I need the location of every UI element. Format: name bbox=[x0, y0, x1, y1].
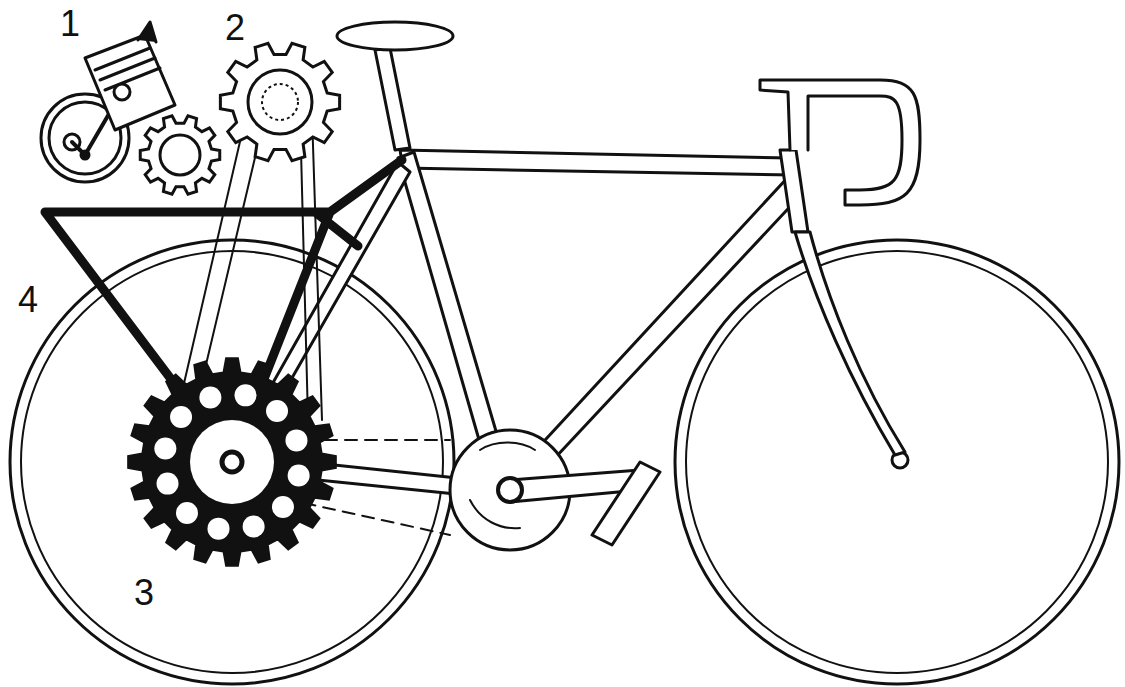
bottom-bracket bbox=[498, 478, 522, 502]
bearing-balls bbox=[262, 84, 298, 120]
callout-number: 2 bbox=[225, 10, 245, 46]
seat-post bbox=[375, 48, 410, 150]
sprocket-hole bbox=[266, 400, 288, 422]
saddle bbox=[337, 22, 453, 50]
sprocket-hole bbox=[207, 518, 229, 540]
small-gear-hub bbox=[160, 135, 200, 175]
callout-number: 1 bbox=[60, 6, 80, 42]
drive-gear bbox=[220, 43, 339, 161]
frame bbox=[232, 150, 905, 498]
sprocket-hole bbox=[272, 496, 294, 518]
rear-rim bbox=[21, 251, 443, 673]
drive-gear-bearing bbox=[248, 70, 312, 134]
sprocket-center bbox=[190, 420, 274, 504]
small-gear bbox=[140, 116, 219, 194]
sprocket-hole bbox=[170, 406, 192, 428]
callout-number: 3 bbox=[134, 575, 154, 611]
front-rim bbox=[686, 251, 1108, 673]
pedal bbox=[592, 462, 660, 545]
sprocket-hole bbox=[176, 502, 198, 524]
sprocket-hole bbox=[199, 387, 221, 409]
sprocket-hole bbox=[288, 465, 310, 487]
sprocket-hole bbox=[157, 473, 179, 495]
rear-sprocket bbox=[128, 358, 336, 566]
sprocket-hole bbox=[235, 384, 257, 406]
sprocket-hole bbox=[154, 437, 176, 459]
rear-tyre bbox=[10, 240, 454, 684]
handlebar bbox=[760, 80, 920, 205]
sprocket-hole bbox=[285, 429, 307, 451]
rear-hub bbox=[222, 452, 242, 472]
callout-number: 4 bbox=[18, 282, 38, 318]
front-tyre bbox=[675, 240, 1119, 684]
sprocket-hole bbox=[243, 515, 265, 537]
